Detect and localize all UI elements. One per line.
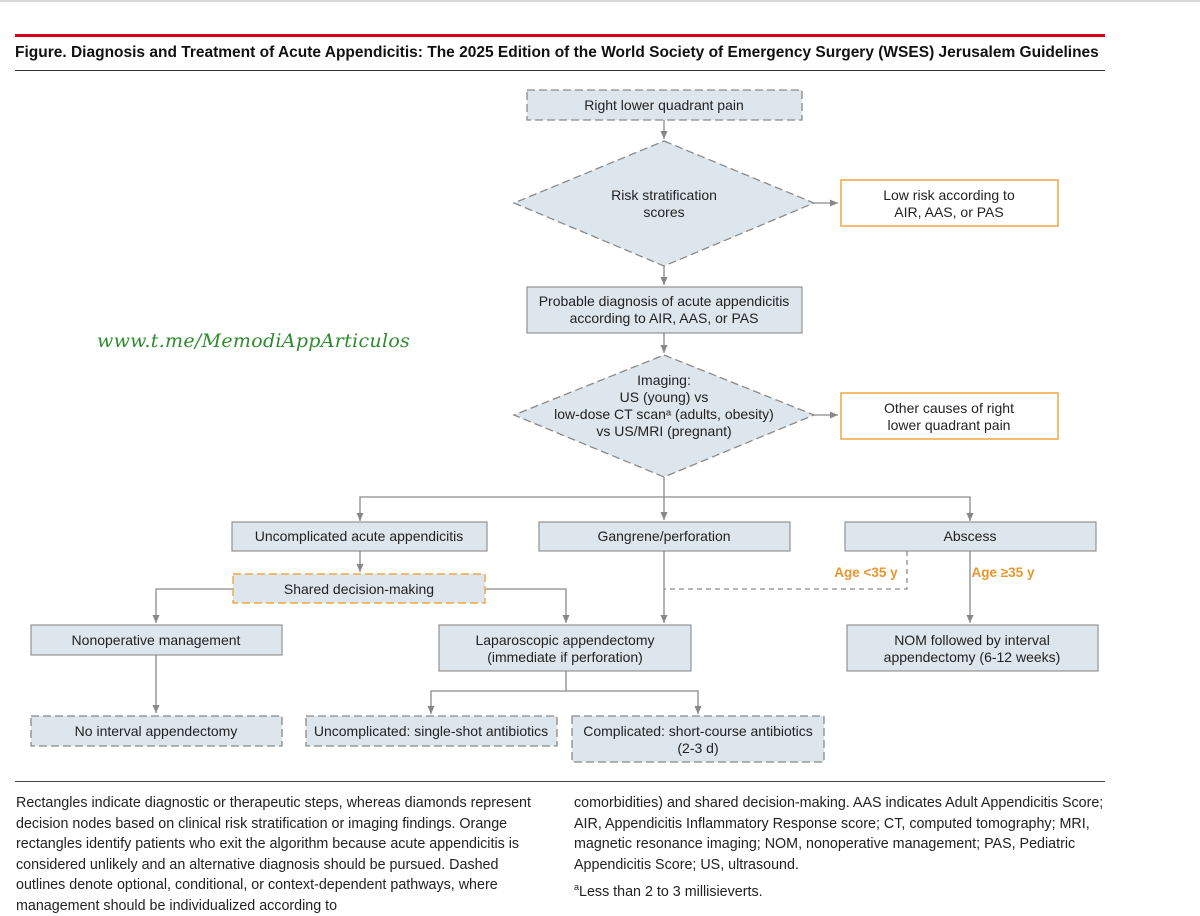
node-low-risk [840,179,1059,227]
node-short-course-label-1: Complicated: short-course antibiotics [583,723,813,739]
watermark-link[interactable]: www.t.me/MemodiAppArticulos [97,330,411,352]
node-nonoperative-label: Nonoperative management [72,632,241,648]
caption-left: Rectangles indicate diagnostic or therap… [16,795,531,914]
title-rule [15,70,1105,71]
node-probable-dx-label-2: according to AIR, AAS, or PAS [570,310,759,326]
age-ge35-label: Age ≥35 y [972,565,1035,580]
caption-rule [15,781,1105,782]
title-accent-bar [15,34,1105,37]
node-risk-label-2: scores [643,204,684,220]
node-rlq-pain-label: Right lower quadrant pain [584,97,744,113]
node-other-causes [840,392,1059,440]
node-shared-decision [232,573,486,604]
node-shared-decision-label: Shared decision-making [284,581,434,597]
node-laparoscopic-label-1: Laparoscopic appendectomy [475,632,654,648]
node-laparoscopic-label-2: (immediate if perforation) [487,649,643,665]
node-imaging-label-2: US (young) vs [620,389,709,405]
node-uncomplicated-label: Uncomplicated acute appendicitis [255,528,464,544]
node-low-risk-label-2: AIR, AAS, or PAS [894,204,1003,220]
node-uncomplicated [231,521,488,552]
node-no-interval [30,715,283,747]
caption-right: comorbidities) and shared decision-makin… [574,793,1104,902]
flowchart: Right lower quadrant pain Risk stratific… [30,89,1099,763]
node-rlq-pain [526,89,803,121]
node-single-shot-label: Uncomplicated: single-shot antibiotics [314,723,548,739]
node-imaging-label-4: vs US/MRI (pregnant) [596,423,731,439]
node-other-causes-label-1: Other causes of right [884,400,1014,416]
node-imaging-label-1: Imaging: [637,372,691,388]
node-probable-dx-label-1: Probable diagnosis of acute appendicitis [539,293,790,309]
node-probable-dx [526,286,803,334]
node-gangrene [538,521,791,552]
node-abscess [844,521,1097,552]
node-risk-diamond [512,140,816,267]
node-abscess-label: Abscess [944,528,997,544]
nodes: Right lower quadrant pain Risk stratific… [30,89,1099,763]
footnote-text: Less than 2 to 3 millisieverts. [579,883,763,900]
node-imaging-diamond [512,354,816,478]
edge-imaging-branch [359,496,971,520]
node-gangrene-label: Gangrene/perforation [597,528,730,544]
node-other-causes-label-2: lower quadrant pain [888,417,1011,433]
node-risk-label-1: Risk stratification [611,187,717,203]
figure-title: Figure. Diagnosis and Treatment of Acute… [15,44,1099,61]
node-no-interval-label: No interval appendectomy [75,723,238,739]
node-nom-interval-label-1: NOM followed by interval [894,632,1050,648]
node-imaging-label-3: low-dose CT scanᵃ (adults, obesity) [554,406,774,422]
top-border [0,0,1200,2]
node-short-course-label-2: (2-3 d) [677,740,718,756]
node-laparoscopic [438,624,692,672]
edges [152,120,974,714]
caption-footnote: aLess than 2 to 3 millisieverts. [574,877,1104,902]
edge-abscess-young [664,551,908,590]
node-single-shot [305,715,558,747]
caption-right-text: comorbidities) and shared decision-makin… [574,795,1104,873]
edge-lap-branch [430,690,699,711]
node-nonoperative [30,624,283,656]
age-lt35-label: Age <35 y [834,565,898,580]
footnote-mark: a [574,882,580,892]
edge-shared-laparoscopic [485,588,570,623]
edge-shared-nonoperative [152,588,233,623]
node-nom-interval-label-2: appendectomy (6-12 weeks) [884,649,1061,665]
node-low-risk-label-1: Low risk according to [883,187,1015,203]
node-nom-interval [846,624,1099,672]
node-short-course [571,715,825,763]
